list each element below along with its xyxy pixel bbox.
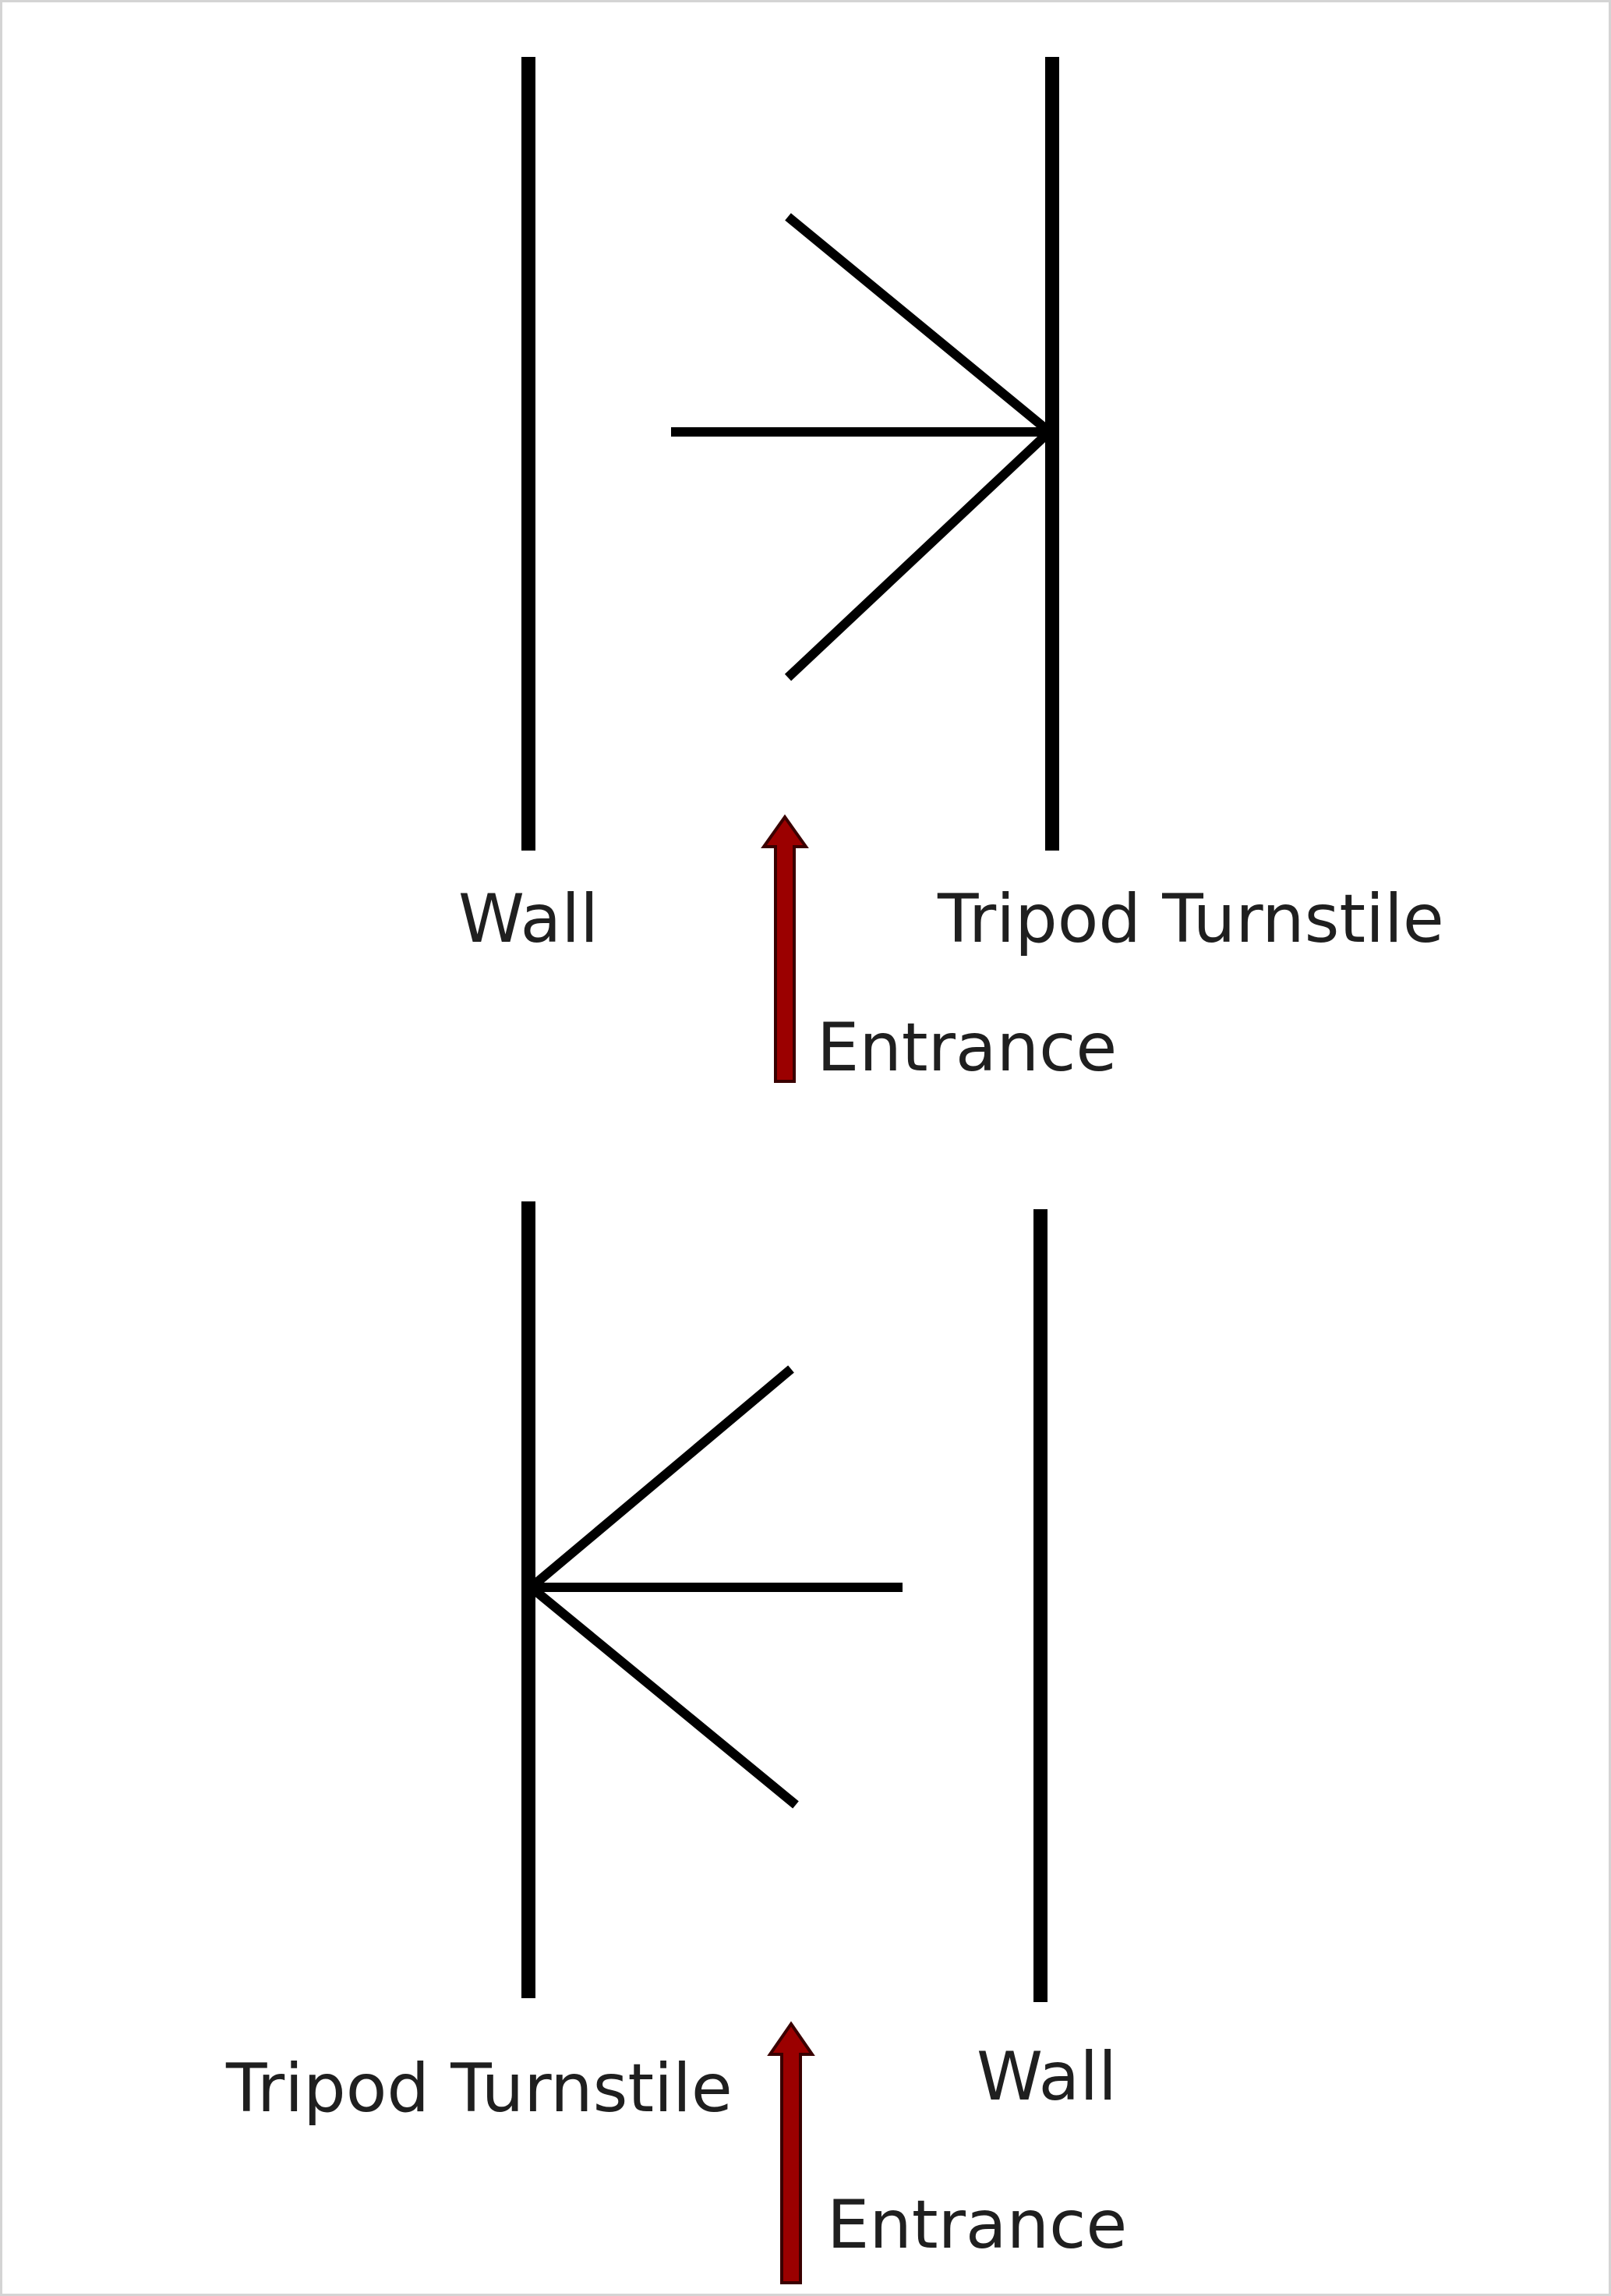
bottom-panel: Tripod Turnstile Wall Entrance (225, 1201, 1127, 2284)
top-tripod-arm-lower (784, 430, 1051, 681)
top-entrance-label: Entrance (817, 1009, 1117, 1087)
top-left-wall-label: Wall (458, 880, 599, 958)
bottom-tripod-arms (531, 1365, 903, 1809)
bottom-entrance-label: Entrance (827, 2186, 1127, 2264)
bottom-tripod-arm-upper (531, 1365, 794, 1589)
bottom-tripod-arm-lower (531, 1586, 799, 1809)
bottom-left-turnstile-label: Tripod Turnstile (225, 2050, 733, 2128)
up-arrow-icon (767, 2021, 815, 2284)
up-arrow-icon (761, 814, 809, 1083)
bottom-entrance-arrow (767, 2021, 815, 2284)
top-right-turnstile-label: Tripod Turnstile (937, 880, 1444, 958)
top-tripod-arms (671, 213, 1051, 681)
bottom-right-wall-label: Wall (977, 2038, 1117, 2116)
top-entrance-arrow (761, 814, 809, 1083)
top-tripod-arm-upper (785, 213, 1050, 433)
top-panel: Wall Tripod Turnstile Entrance (458, 57, 1444, 1087)
